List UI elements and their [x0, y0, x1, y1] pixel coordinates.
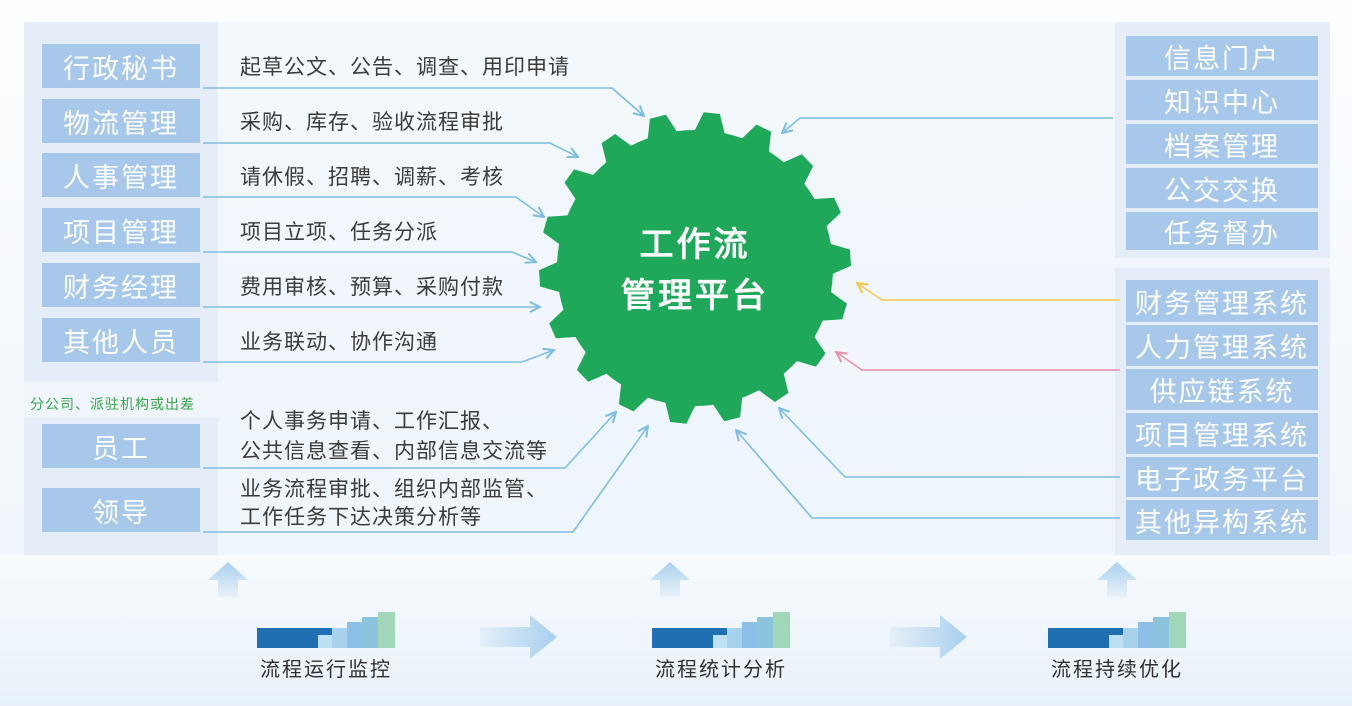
connector-line	[203, 251, 536, 262]
role-description: 业务联动、协作沟通	[240, 331, 438, 354]
up-arrow-icon	[208, 562, 248, 597]
role-box-finance-manager: 财务经理	[42, 263, 200, 307]
system-label: 财务管理系统	[1135, 288, 1309, 319]
role-description: 起草公文、公告、调查、用印申请	[240, 56, 570, 79]
portal-box-info-portal: 信息门户	[1126, 36, 1318, 76]
stage-label-optimization: 流程持续优化	[1051, 659, 1183, 681]
connector-line	[779, 408, 1120, 478]
connector-line	[782, 117, 1113, 133]
bar-chart-icon	[652, 612, 790, 648]
system-box-other: 其他异构系统	[1126, 500, 1318, 540]
role-description: 采购、库存、验收流程审批	[240, 111, 504, 134]
role-label: 项目管理	[63, 217, 179, 248]
finance-connector-line	[857, 283, 1120, 301]
role-description: 项目立项、任务分派	[240, 221, 438, 244]
role-label: 其他人员	[63, 327, 179, 358]
portal-label: 任务督办	[1164, 218, 1280, 249]
connector-line	[203, 87, 644, 116]
role-label: 领导	[92, 497, 150, 528]
role-box-project: 项目管理	[42, 208, 200, 252]
portal-label: 信息门户	[1164, 43, 1280, 74]
system-box-finance: 财务管理系统	[1126, 280, 1318, 322]
role-label: 人事管理	[63, 162, 179, 193]
role-label: 财务经理	[63, 272, 179, 303]
system-box-supply-chain: 供应链系统	[1126, 369, 1318, 410]
portal-label: 知识中心	[1164, 87, 1280, 118]
portal-box-archive: 档案管理	[1126, 124, 1318, 164]
connector-line	[203, 196, 544, 217]
role-box-hr: 人事管理	[42, 153, 200, 197]
role-description: 请休假、招聘、调薪、考核	[240, 166, 504, 189]
right-arrow-icon	[890, 615, 967, 659]
role-label: 行政秘书	[63, 53, 179, 84]
system-box-hr: 人力管理系统	[1126, 325, 1318, 366]
platform-title-line2: 管理平台	[621, 277, 769, 315]
right-arrow-icon	[480, 615, 557, 659]
connector-line	[203, 426, 648, 533]
role-box-employee: 员工	[42, 424, 200, 468]
system-label: 项目管理系统	[1135, 421, 1309, 451]
role-box-others: 其他人员	[42, 318, 200, 362]
role-description: 个人事务申请、工作汇报、	[240, 410, 504, 433]
bar-chart-icon	[1048, 612, 1186, 648]
branch-caption: 分公司、派驻机构或出差	[30, 396, 195, 412]
role-label: 员工	[92, 433, 150, 464]
role-description: 工作任务下达决策分析等	[240, 506, 482, 529]
connector-line	[736, 430, 1120, 519]
role-description: 公共信息查看、内部信息交流等	[240, 440, 548, 463]
hr-connector-line	[836, 352, 1120, 371]
system-label: 电子政务平台	[1135, 464, 1309, 495]
connector-line	[203, 350, 554, 363]
connector-line	[203, 142, 578, 157]
stage-label-statistics: 流程统计分析	[655, 659, 787, 681]
up-arrow-icon	[650, 562, 690, 597]
up-arrow-icon	[1097, 562, 1137, 597]
role-box-admin-secretary: 行政秘书	[42, 44, 200, 88]
platform-title-line1: 工作流	[639, 226, 751, 264]
portal-label: 档案管理	[1164, 131, 1280, 162]
portal-label: 公交交换	[1164, 175, 1280, 206]
role-description: 费用审核、预算、采购付款	[240, 276, 504, 299]
role-label: 物流管理	[63, 108, 179, 139]
bar-chart-icon	[257, 612, 395, 648]
portal-box-knowledge-center: 知识中心	[1126, 80, 1318, 120]
portal-box-task-supervision: 任务督办	[1126, 212, 1318, 250]
system-box-project: 项目管理系统	[1126, 413, 1318, 454]
connector-line	[203, 412, 616, 469]
portal-box-exchange: 公交交换	[1126, 168, 1318, 208]
system-label: 其他异构系统	[1135, 507, 1309, 538]
system-label: 人力管理系统	[1135, 333, 1309, 363]
role-box-logistics: 物流管理	[42, 99, 200, 143]
gear-icon	[539, 112, 851, 424]
role-box-leader: 领导	[42, 488, 200, 532]
stage-label-monitoring: 流程运行监控	[260, 659, 392, 681]
system-box-e-government: 电子政务平台	[1126, 457, 1318, 497]
role-description: 业务流程审批、组织内部监管、	[240, 478, 548, 501]
system-label: 供应链系统	[1149, 377, 1295, 407]
